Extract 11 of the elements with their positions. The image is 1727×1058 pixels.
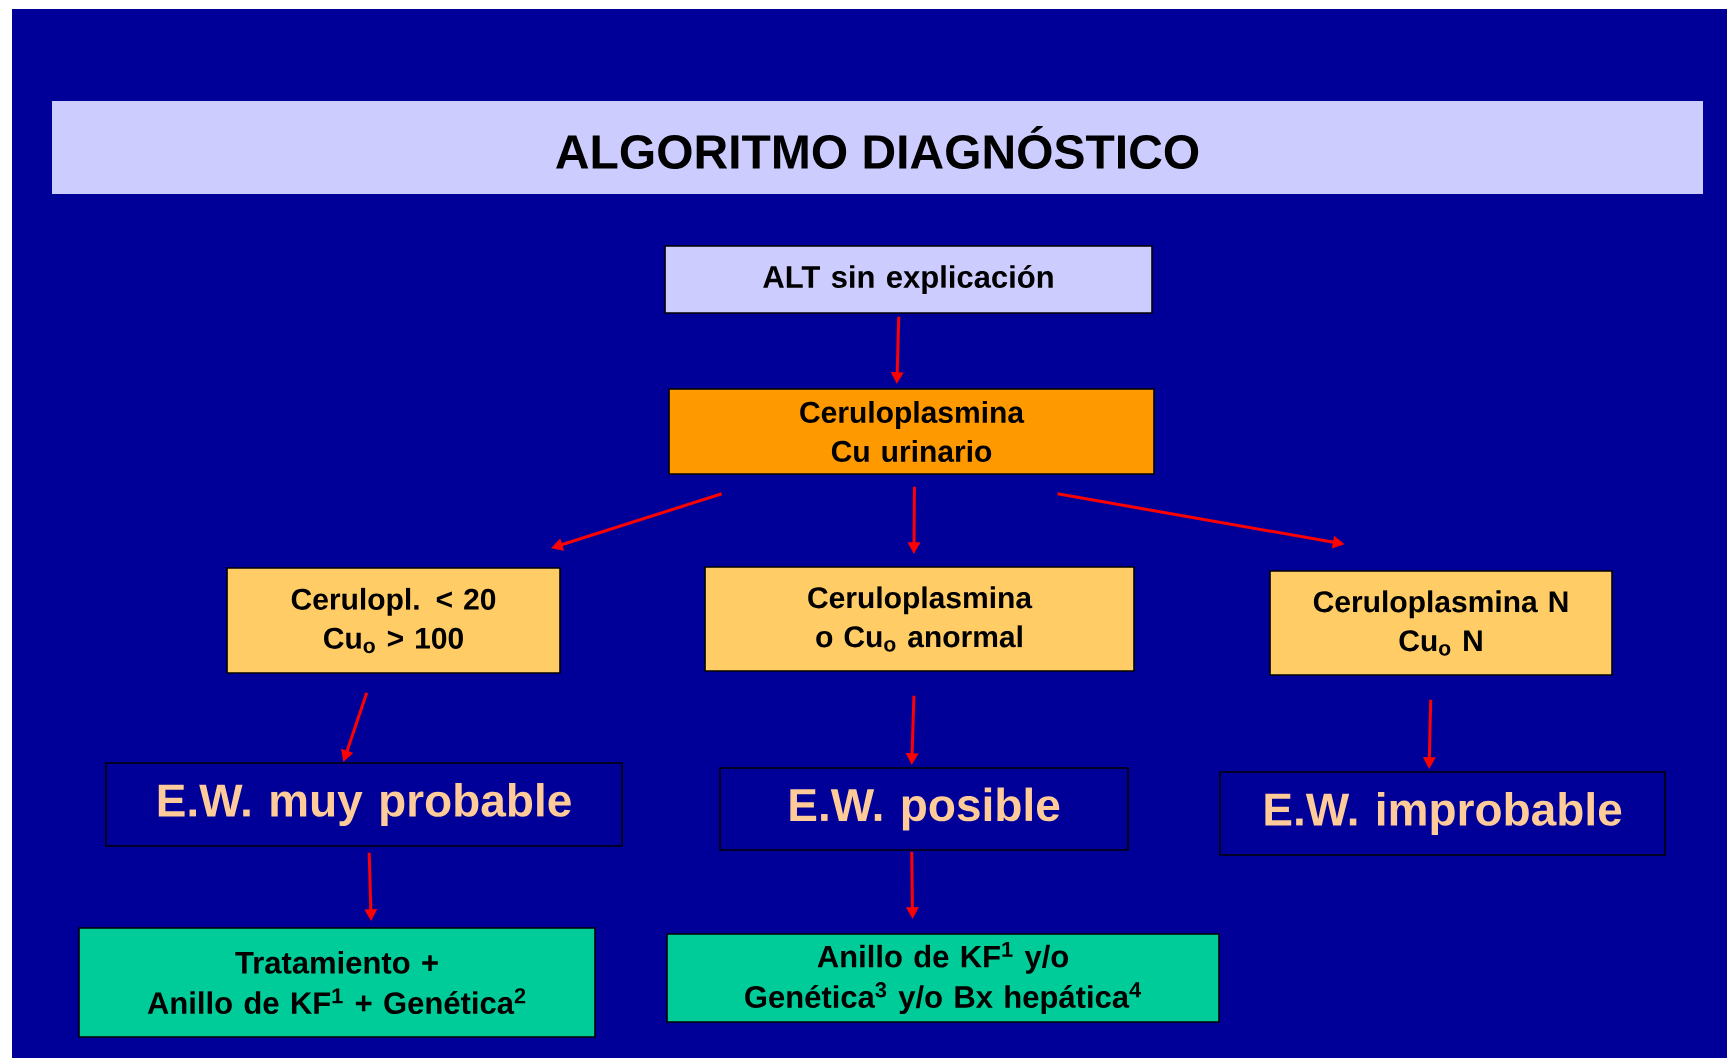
result-box: Cerulopl. < 20 Cu$_{o}$ > 100 (226, 567, 561, 674)
test-box: Ceruloplasmina Cu urinario (668, 388, 1155, 475)
result-box: Ceruloplasmina o Cu$_{o}$ anormal (704, 566, 1135, 672)
process-box: ALT sin explicación (664, 245, 1153, 314)
diagnosis-box: E.W. posible (719, 767, 1129, 851)
diagnosis-box: E.W. muy probable (105, 762, 623, 847)
diagnosis-box: E.W. improbable (1219, 771, 1666, 856)
action-box: Anillo de KF$^{1}$ y/o Genética$^{3}$ y/o Bx hepática$^{4}$ (666, 933, 1220, 1023)
result-box: Ceruloplasmina N Cu$_{o}$ N (1269, 570, 1613, 676)
title-banner: ALGORITMO DIAGNÓSTICO (52, 101, 1703, 194)
action-box: Tratamiento + Anillo de KF$^{1}$ + Genética$^{2}$ (78, 927, 596, 1038)
